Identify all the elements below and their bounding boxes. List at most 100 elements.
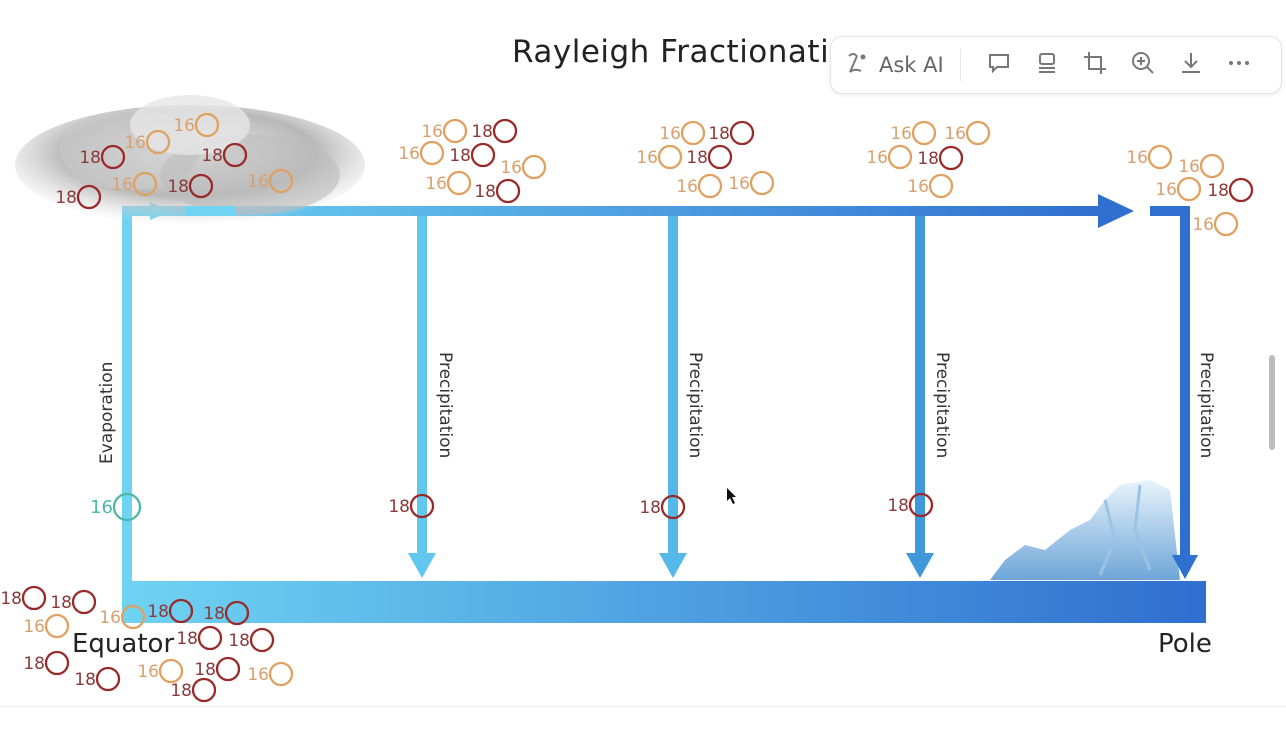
isotope-molecule-16: 16 xyxy=(99,604,146,630)
molecule-circle-icon xyxy=(446,170,472,196)
ocean-bar xyxy=(122,581,1206,623)
isotope-label: 18 xyxy=(194,660,216,680)
divider xyxy=(0,706,1286,707)
isotope-molecule-16: 16 xyxy=(173,112,220,138)
molecule-circle-icon xyxy=(21,585,47,611)
arrowhead-icon xyxy=(906,553,934,578)
molecule-circle-icon xyxy=(749,170,775,196)
isotope-label: 18 xyxy=(167,177,189,197)
isotope-label: 18 xyxy=(74,670,96,690)
isotope-label: 18 xyxy=(176,629,198,649)
isotope-molecule-16: 16 xyxy=(90,492,142,522)
isotope-molecule-16: 16 xyxy=(659,120,706,146)
isotope-label: 18 xyxy=(639,498,661,518)
isotope-molecule-18: 18 xyxy=(1207,177,1254,203)
molecule-circle-icon xyxy=(71,589,97,615)
isotope-label: 18 xyxy=(228,631,250,651)
isotope-molecule-16: 16 xyxy=(1155,176,1202,202)
isotope-label: 16 xyxy=(90,497,113,518)
more-button[interactable] xyxy=(1215,45,1263,85)
comment-button[interactable] xyxy=(975,45,1023,85)
isotope-molecule-18: 18 xyxy=(170,677,217,703)
isotope-label: 18 xyxy=(449,146,471,166)
isotope-molecule-16: 16 xyxy=(866,144,913,170)
arrowhead-icon xyxy=(1098,194,1134,228)
isotope-label: 16 xyxy=(1192,215,1214,235)
isotope-label: 18 xyxy=(1207,181,1229,201)
isotope-label: 16 xyxy=(247,665,269,685)
precipitation-label: Precipitation xyxy=(1196,352,1216,458)
isotope-molecule-16: 16 xyxy=(1192,211,1239,237)
molecule-circle-icon xyxy=(268,661,294,687)
molecule-circle-icon xyxy=(729,120,755,146)
isotope-label: 18 xyxy=(79,148,101,168)
isotope-label: 16 xyxy=(866,148,888,168)
isotope-label: 18 xyxy=(203,604,225,624)
molecule-circle-icon xyxy=(657,144,683,170)
isotope-molecule-16: 16 xyxy=(247,168,294,194)
isotope-label: 16 xyxy=(728,174,750,194)
summary-button[interactable] xyxy=(1023,45,1071,85)
download-icon xyxy=(1178,50,1204,80)
download-button[interactable] xyxy=(1167,45,1215,85)
molecule-circle-icon xyxy=(419,140,445,166)
molecule-circle-icon xyxy=(965,120,991,146)
isotope-molecule-16: 16 xyxy=(636,144,683,170)
precipitation-label: Precipitation xyxy=(932,352,952,458)
isotope-label: 16 xyxy=(1178,157,1200,177)
isotope-molecule-16: 16 xyxy=(421,118,468,144)
isotope-molecule-18: 18 xyxy=(203,600,250,626)
isotope-molecule-18: 18 xyxy=(471,118,518,144)
molecule-circle-icon xyxy=(222,142,248,168)
isotope-label: 18 xyxy=(471,122,493,142)
isotope-molecule-16: 16 xyxy=(944,120,991,146)
evaporation-label: Evaporation xyxy=(97,362,117,464)
isotope-molecule-18: 18 xyxy=(0,585,47,611)
pole-precipitation-arrow xyxy=(1150,206,1190,555)
molecule-circle-icon xyxy=(680,120,706,146)
molecule-circle-icon xyxy=(1176,176,1202,202)
isotope-molecule-18: 18 xyxy=(74,666,121,692)
diagram-title: Rayleigh Fractionation xyxy=(512,34,869,70)
ask-ai-label: Ask AI xyxy=(879,53,944,77)
molecule-circle-icon xyxy=(707,144,733,170)
molecule-circle-icon xyxy=(191,677,217,703)
isotope-label: 16 xyxy=(247,172,269,192)
crop-button[interactable] xyxy=(1071,45,1119,85)
molecule-circle-icon xyxy=(1199,153,1225,179)
vapor-transport-arrow xyxy=(122,206,1107,216)
ask-ai-button[interactable]: Ask AI xyxy=(831,45,960,85)
molecule-circle-icon xyxy=(188,173,214,199)
isotope-molecule-16: 16 xyxy=(728,170,775,196)
molecule-circle-icon xyxy=(197,625,223,651)
isotope-label: 16 xyxy=(23,617,45,637)
molecule-circle-icon xyxy=(908,492,934,518)
molecule-circle-icon xyxy=(938,145,964,171)
isotope-label: 16 xyxy=(111,175,133,195)
isotope-label: 18 xyxy=(686,148,708,168)
isotope-label: 16 xyxy=(124,133,146,153)
isotope-label: 18 xyxy=(50,593,72,613)
cloud-image xyxy=(15,95,365,225)
isotope-label: 16 xyxy=(1155,180,1177,200)
isotope-label: 16 xyxy=(676,177,698,197)
precipitation-label: Precipitation xyxy=(685,352,705,458)
isotope-molecule-18: 18 xyxy=(176,625,223,651)
zoom-in-button[interactable] xyxy=(1119,45,1167,85)
isotope-label: 16 xyxy=(99,608,121,628)
molecule-circle-icon xyxy=(44,650,70,676)
molecule-circle-icon xyxy=(495,178,521,204)
isotope-molecule-18: 18 xyxy=(887,492,934,518)
isotope-label: 16 xyxy=(137,662,159,682)
molecule-circle-icon xyxy=(409,493,435,519)
molecule-circle-icon xyxy=(268,168,294,194)
crop-icon xyxy=(1082,50,1108,80)
isotope-label: 18 xyxy=(708,124,730,144)
isotope-molecule-16: 16 xyxy=(890,120,937,146)
molecule-circle-icon xyxy=(1228,177,1254,203)
arrowhead-icon xyxy=(1172,555,1198,579)
isotope-molecule-18: 18 xyxy=(474,178,521,204)
isotope-label: 16 xyxy=(425,174,447,194)
scrollbar[interactable] xyxy=(1269,355,1275,450)
